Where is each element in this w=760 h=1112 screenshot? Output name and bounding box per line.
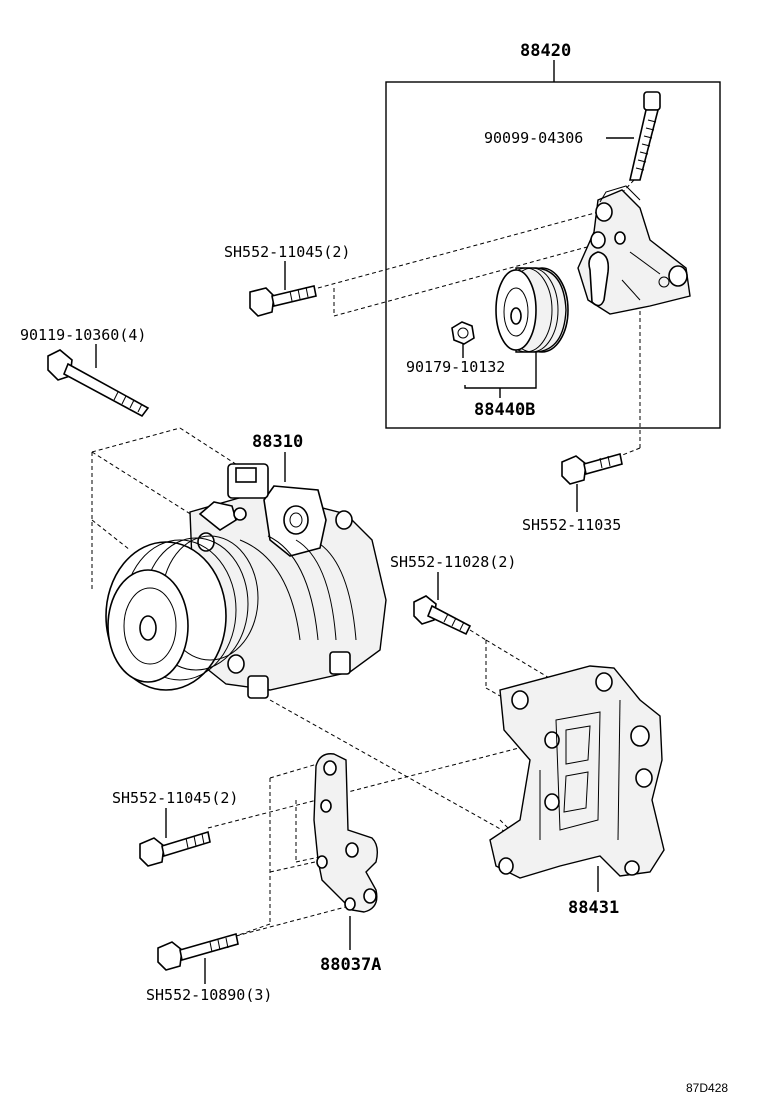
bolt-sh552-11035-icon: [561, 452, 623, 485]
plate-88037a-icon: [313, 753, 379, 913]
assembly-box-88420: [385, 81, 721, 429]
idler-bracket-icon: [577, 185, 691, 315]
label-sh552-11045-upper: SH552-11045(2): [224, 243, 350, 261]
label-88037a: 88037A: [320, 955, 381, 975]
label-sh552-11045-lower: SH552-11045(2): [112, 789, 238, 807]
label-sh552-10890: SH552-10890(3): [146, 986, 272, 1004]
label-sh552-11035: SH552-11035: [522, 516, 621, 534]
label-88431: 88431: [568, 898, 619, 918]
bolt-sh552-11045-upper-icon: [249, 285, 317, 317]
pulley-88440b-icon: [495, 267, 569, 353]
label-88310: 88310: [252, 432, 303, 452]
dashed-guides: [91, 179, 641, 937]
bolt-sh552-10890-icon: [157, 932, 239, 971]
bolt-sh552-11028-icon: [413, 595, 472, 636]
bolt-90099-04306-icon: [628, 91, 661, 181]
label-90179-10132: 90179-10132: [406, 358, 505, 376]
nut-90179-10132-icon: [451, 321, 475, 345]
diagram-ref-number: 87D428: [686, 1081, 728, 1095]
bolt-90119-10360-icon: [47, 349, 150, 418]
leader-lines: [95, 60, 634, 984]
compressor-88310-icon: [105, 463, 387, 699]
label-90119-10360: 90119-10360(4): [20, 326, 146, 344]
label-88440b: 88440B: [474, 400, 535, 420]
label-90099-04306: 90099-04306: [484, 129, 583, 147]
label-88420: 88420: [520, 41, 571, 61]
bracket-88431-icon: [489, 665, 665, 879]
bolt-sh552-11045-lower-icon: [139, 830, 211, 867]
label-sh552-11028: SH552-11028(2): [390, 553, 516, 571]
